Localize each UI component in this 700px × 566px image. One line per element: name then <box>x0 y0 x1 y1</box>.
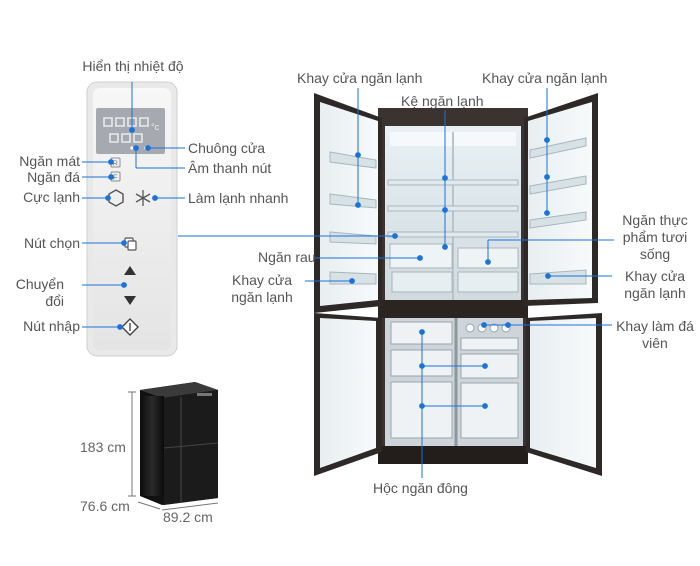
label-door-tray-left: Khay cửa ngăn lạnh <box>297 70 423 86</box>
label-freezer-drawers: Hộc ngăn đông <box>373 480 468 496</box>
label-button-sound: Âm thanh nút <box>188 160 272 176</box>
arrow-down-icon <box>124 296 136 305</box>
label-select-button: Nút chọn <box>23 235 80 251</box>
enter-button-icon <box>121 318 139 336</box>
label-door-chime: Chuông cửa <box>188 140 266 156</box>
label-switch: Chuyển đổi <box>15 276 64 309</box>
label-fast-cool: Làm lạnh nhanh <box>188 190 289 206</box>
label-enter-button: Nút nhập <box>23 318 80 334</box>
label-door-tray-lower-right: Khay cửa ngăn lạnh <box>624 268 686 301</box>
dimension-height: 183 cm <box>80 439 126 455</box>
label-fresh-food-drawer: Ngăn thực phẩm tươi sống <box>622 212 688 262</box>
label-super-freeze: Cực lạnh <box>23 189 80 205</box>
label-door-tray-lower-left: Khay cửa ngăn lạnh <box>231 272 293 305</box>
open-fridge <box>314 93 602 476</box>
panel-r-text: R <box>113 159 119 168</box>
label-cool-compartment: Ngăn mát <box>19 153 80 169</box>
label-temp-display: Hiển thị nhiệt độ <box>82 58 184 74</box>
dimension-width: 89.2 cm <box>163 509 213 525</box>
svg-text:°c: °c <box>151 122 160 132</box>
closed-fridge-thumbnail <box>128 382 219 511</box>
label-door-tray-right: Khay cửa ngăn lạnh <box>482 70 608 86</box>
label-fridge-shelf: Kệ ngăn lạnh <box>401 93 484 109</box>
super-freeze-icon <box>108 189 124 207</box>
label-ice-tray: Khay làm đá viên <box>616 318 694 351</box>
leader-lines <box>82 82 614 478</box>
snowflake-icon <box>135 190 151 206</box>
label-ice-compartment: Ngăn đá <box>27 169 80 185</box>
dimension-depth: 76.6 cm <box>80 498 130 514</box>
arrow-up-icon <box>124 266 136 275</box>
label-vegetable-drawer: Ngăn rau <box>258 249 316 265</box>
panel-f-text: F <box>113 173 118 182</box>
